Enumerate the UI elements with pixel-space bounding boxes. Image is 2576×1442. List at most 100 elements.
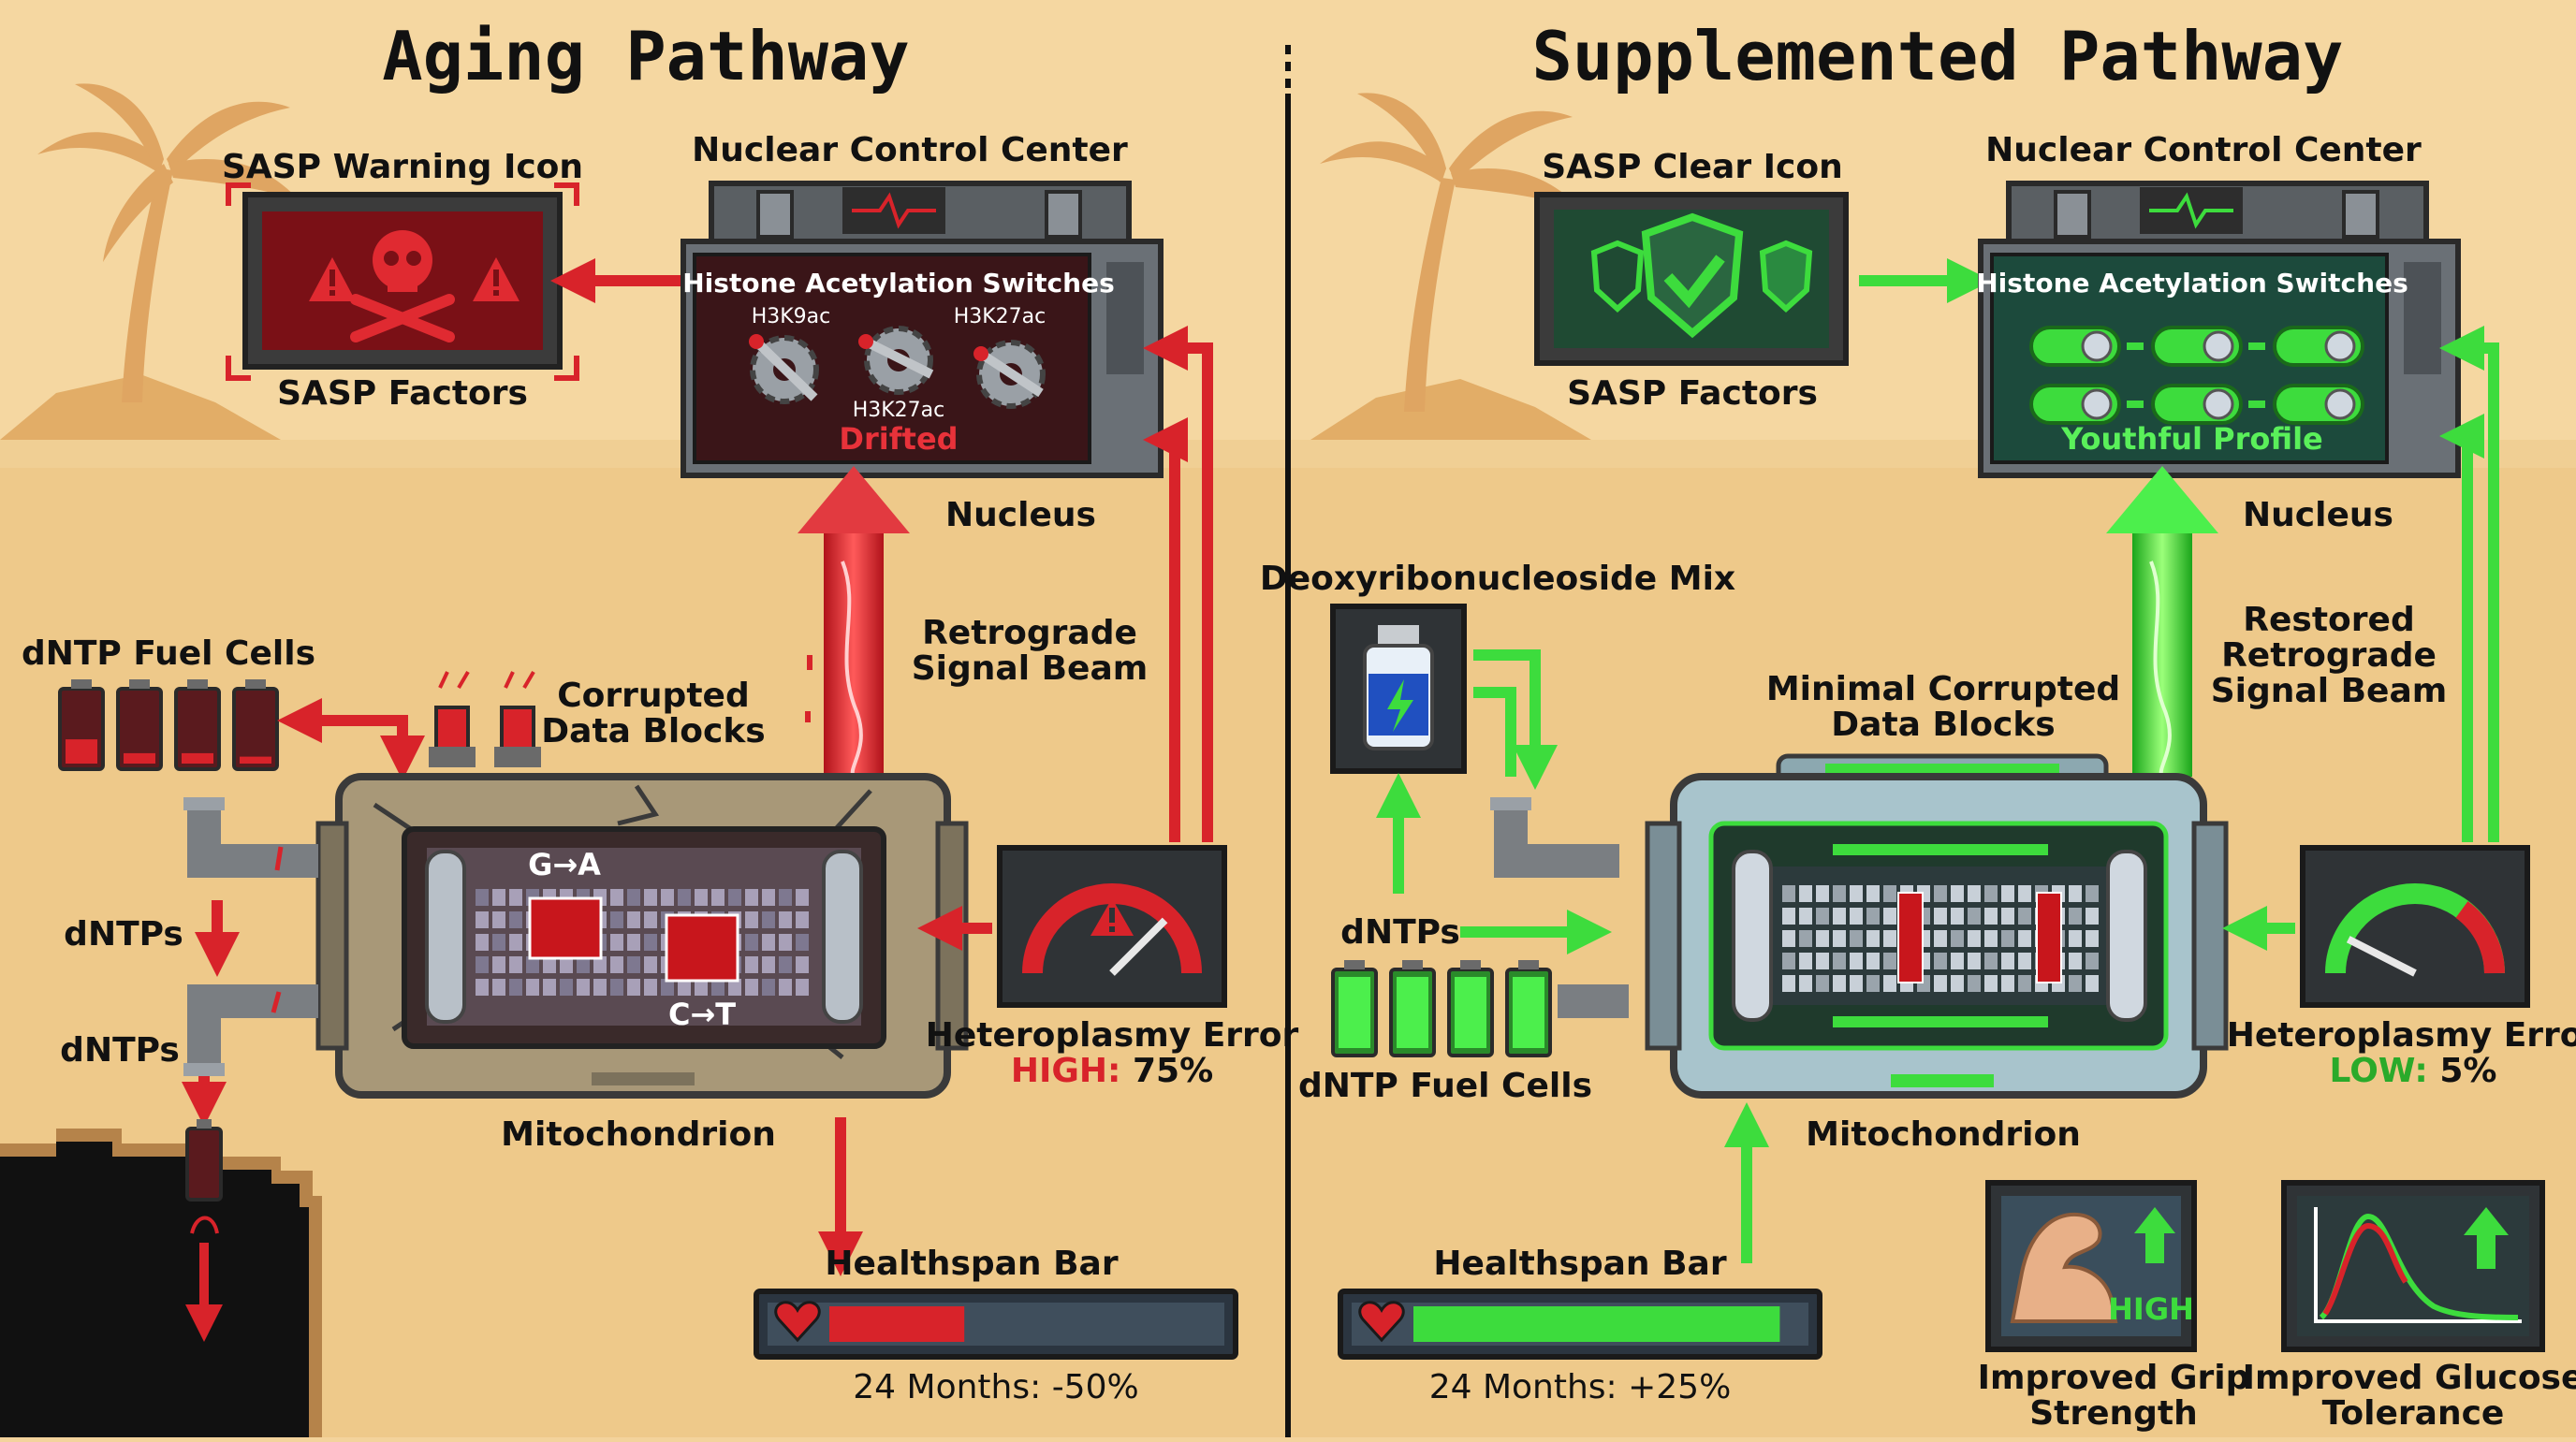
supp-healthspan-bar bbox=[1338, 1289, 1822, 1360]
supp-nuclear-control-center: Nuclear Control Center Histone Acetylati… bbox=[1976, 131, 2461, 478]
arrow-up-icon bbox=[2464, 1207, 2509, 1269]
supp-heteroplasmy-label: Heteroplasmy Error bbox=[2227, 1016, 2576, 1055]
supp-hetero-value: 5% bbox=[2439, 1052, 2496, 1090]
sasp-warning-panel: SASP Warning Icon SASP Factors bbox=[222, 148, 583, 413]
supp-heteroplasmy-value-line: LOW: 5% bbox=[2330, 1052, 2497, 1090]
warning-beacon-icon bbox=[429, 670, 541, 767]
aging-mutation-ga: G→A bbox=[528, 847, 601, 882]
warning-triangle-icon bbox=[1090, 898, 1134, 936]
gauge-needle bbox=[2346, 936, 2417, 977]
aging-hetero-value: 75% bbox=[1133, 1052, 1213, 1090]
aging-nucleus-label: Nucleus bbox=[945, 496, 1096, 534]
aging-dntps-label-2: dNTPs bbox=[60, 1031, 180, 1070]
aging-dntp-cells-label: dNTP Fuel Cells bbox=[22, 634, 315, 673]
arrow-gauge-to-nucleus-green bbox=[2439, 326, 2499, 842]
aging-healthspan-bar bbox=[754, 1289, 1238, 1360]
arrow-mix-to-pipe-2 bbox=[1473, 687, 1516, 777]
glucose-line2: Tolerance bbox=[2322, 1394, 2505, 1433]
warning-triangle-icon bbox=[473, 257, 520, 301]
deoxy-mix-label: Deoxyribonucleoside Mix bbox=[1260, 560, 1735, 598]
aging-retro-line1: Retrograde bbox=[922, 614, 1137, 652]
supp-minimal-line2: Data Blocks bbox=[1831, 706, 2055, 744]
supp-status-youthful: Youthful Profile bbox=[2060, 421, 2323, 457]
arrow-gauge-to-nucleus-green-2 bbox=[2439, 414, 2484, 842]
grip-strength-card: HIGH bbox=[1985, 1180, 2197, 1352]
heart-icon bbox=[1358, 1301, 1405, 1343]
aging-retrograde-beam bbox=[798, 466, 910, 779]
skull-icon bbox=[350, 230, 455, 342]
supp-dntp-cells-label: dNTP Fuel Cells bbox=[1298, 1067, 1592, 1105]
sasp-factors-label: SASP Factors bbox=[277, 374, 528, 413]
shield-check-icon bbox=[1641, 212, 1744, 339]
heart-icon bbox=[774, 1301, 821, 1343]
aging-title: Aging Pathway bbox=[382, 17, 910, 95]
aging-mutation-ct: C→T bbox=[668, 997, 736, 1032]
supp-nucleus-center-label: Nuclear Control Center bbox=[1985, 131, 2422, 169]
aging-status-drifted: Drifted bbox=[839, 421, 958, 457]
mark-h3k27ac-top: H3K27ac bbox=[954, 305, 1046, 328]
supplemented-title: Supplemented Pathway bbox=[1532, 17, 2344, 95]
aging-pipes bbox=[183, 797, 318, 1076]
supp-nucleus-label: Nucleus bbox=[2243, 496, 2393, 534]
shield-icon bbox=[1590, 240, 1645, 313]
aging-dntp-fuel-cells bbox=[58, 679, 279, 771]
shield-icon bbox=[1759, 240, 1813, 313]
supp-minimal-line1: Minimal Corrupted bbox=[1766, 670, 2120, 708]
aging-corrupted-line2: Data Blocks bbox=[541, 712, 765, 750]
supp-retrograde-beam bbox=[2106, 466, 2218, 779]
dark-pit bbox=[0, 1142, 309, 1437]
supp-dntp-fuel-cells bbox=[1331, 960, 1552, 1057]
sasp-warning-label: SASP Warning Icon bbox=[222, 148, 583, 186]
gauge-needle bbox=[1109, 917, 1168, 976]
supp-retro-line3: Signal Beam bbox=[2211, 672, 2448, 710]
aging-nuclear-control-center: Nuclear Control Center Histone Acetylati… bbox=[681, 131, 1164, 478]
supp-dntps-label: dNTPs bbox=[1340, 913, 1460, 952]
supp-heteroplasmy-gauge bbox=[2300, 845, 2530, 1008]
healthspan-fill bbox=[1413, 1306, 1780, 1342]
aging-hetero-level: HIGH: bbox=[1011, 1052, 1121, 1090]
arrow-cells-to-mito bbox=[277, 698, 425, 780]
aging-heteroplasmy-label: Heteroplasmy Error bbox=[926, 1016, 1299, 1055]
aging-heteroplasmy-value-line: HIGH: 75% bbox=[1011, 1052, 1213, 1090]
glucose-tolerance-card bbox=[2281, 1180, 2545, 1352]
mark-h3k9ac: H3K9ac bbox=[752, 305, 831, 328]
supp-healthspan-result: 24 Months: +25% bbox=[1429, 1368, 1732, 1406]
warning-triangle-icon bbox=[309, 257, 356, 301]
aging-corrupted-line1: Corrupted bbox=[557, 677, 749, 715]
grip-badge: HIGH bbox=[2108, 1291, 2194, 1327]
arrow-mix-to-pipe bbox=[1473, 649, 1558, 790]
aging-retro-line2: Signal Beam bbox=[912, 649, 1149, 688]
aging-healthspan-result: 24 Months: -50% bbox=[853, 1368, 1138, 1406]
depleted-cell-icon bbox=[185, 1119, 223, 1234]
lightning-icon bbox=[1387, 679, 1413, 732]
supp-hetero-level: LOW: bbox=[2330, 1052, 2428, 1090]
aging-histone-title: Histone Acetylation Switches bbox=[682, 268, 1114, 299]
gear-icon bbox=[973, 340, 1046, 409]
aging-healthspan-label: Healthspan Bar bbox=[825, 1245, 1118, 1283]
supp-retro-line1: Restored bbox=[2243, 601, 2414, 639]
deoxy-mix-bottle bbox=[1330, 604, 1467, 774]
supp-healthspan-label: Healthspan Bar bbox=[1433, 1245, 1726, 1283]
supp-pipes bbox=[1490, 797, 1629, 1018]
histone-switches bbox=[2029, 326, 2364, 425]
healthspan-fill bbox=[829, 1306, 965, 1342]
aging-dntps-label-1: dNTPs bbox=[64, 915, 183, 954]
arrow-gauge-to-nucleus-2 bbox=[1143, 326, 1213, 842]
arrow-gauge-to-nucleus bbox=[1143, 417, 1188, 842]
gear-icon bbox=[858, 326, 934, 395]
aging-mitochondrion-label: Mitochondrion bbox=[501, 1115, 776, 1154]
flexed-arm-icon bbox=[2010, 1212, 2118, 1323]
sasp-clear-label: SASP Clear Icon bbox=[1542, 148, 1843, 186]
aging-mitochondrion: G→A C→T bbox=[315, 670, 969, 1099]
supp-histone-title: Histone Acetylation Switches bbox=[1976, 268, 2408, 299]
supp-mitochondrion bbox=[1645, 753, 2229, 1099]
mark-h3k27ac-bottom: H3K27ac bbox=[853, 399, 945, 422]
aging-nucleus-center-label: Nuclear Control Center bbox=[692, 131, 1128, 169]
sasp-clear-panel: SASP Clear Icon SASP Factors bbox=[1534, 148, 1849, 413]
palm-tree-left-icon bbox=[37, 83, 300, 402]
glucose-line1: Improved Glucose bbox=[2243, 1359, 2576, 1397]
supp-retro-line2: Retrograde bbox=[2221, 636, 2437, 675]
supp-sasp-factors-label: SASP Factors bbox=[1567, 374, 1818, 413]
